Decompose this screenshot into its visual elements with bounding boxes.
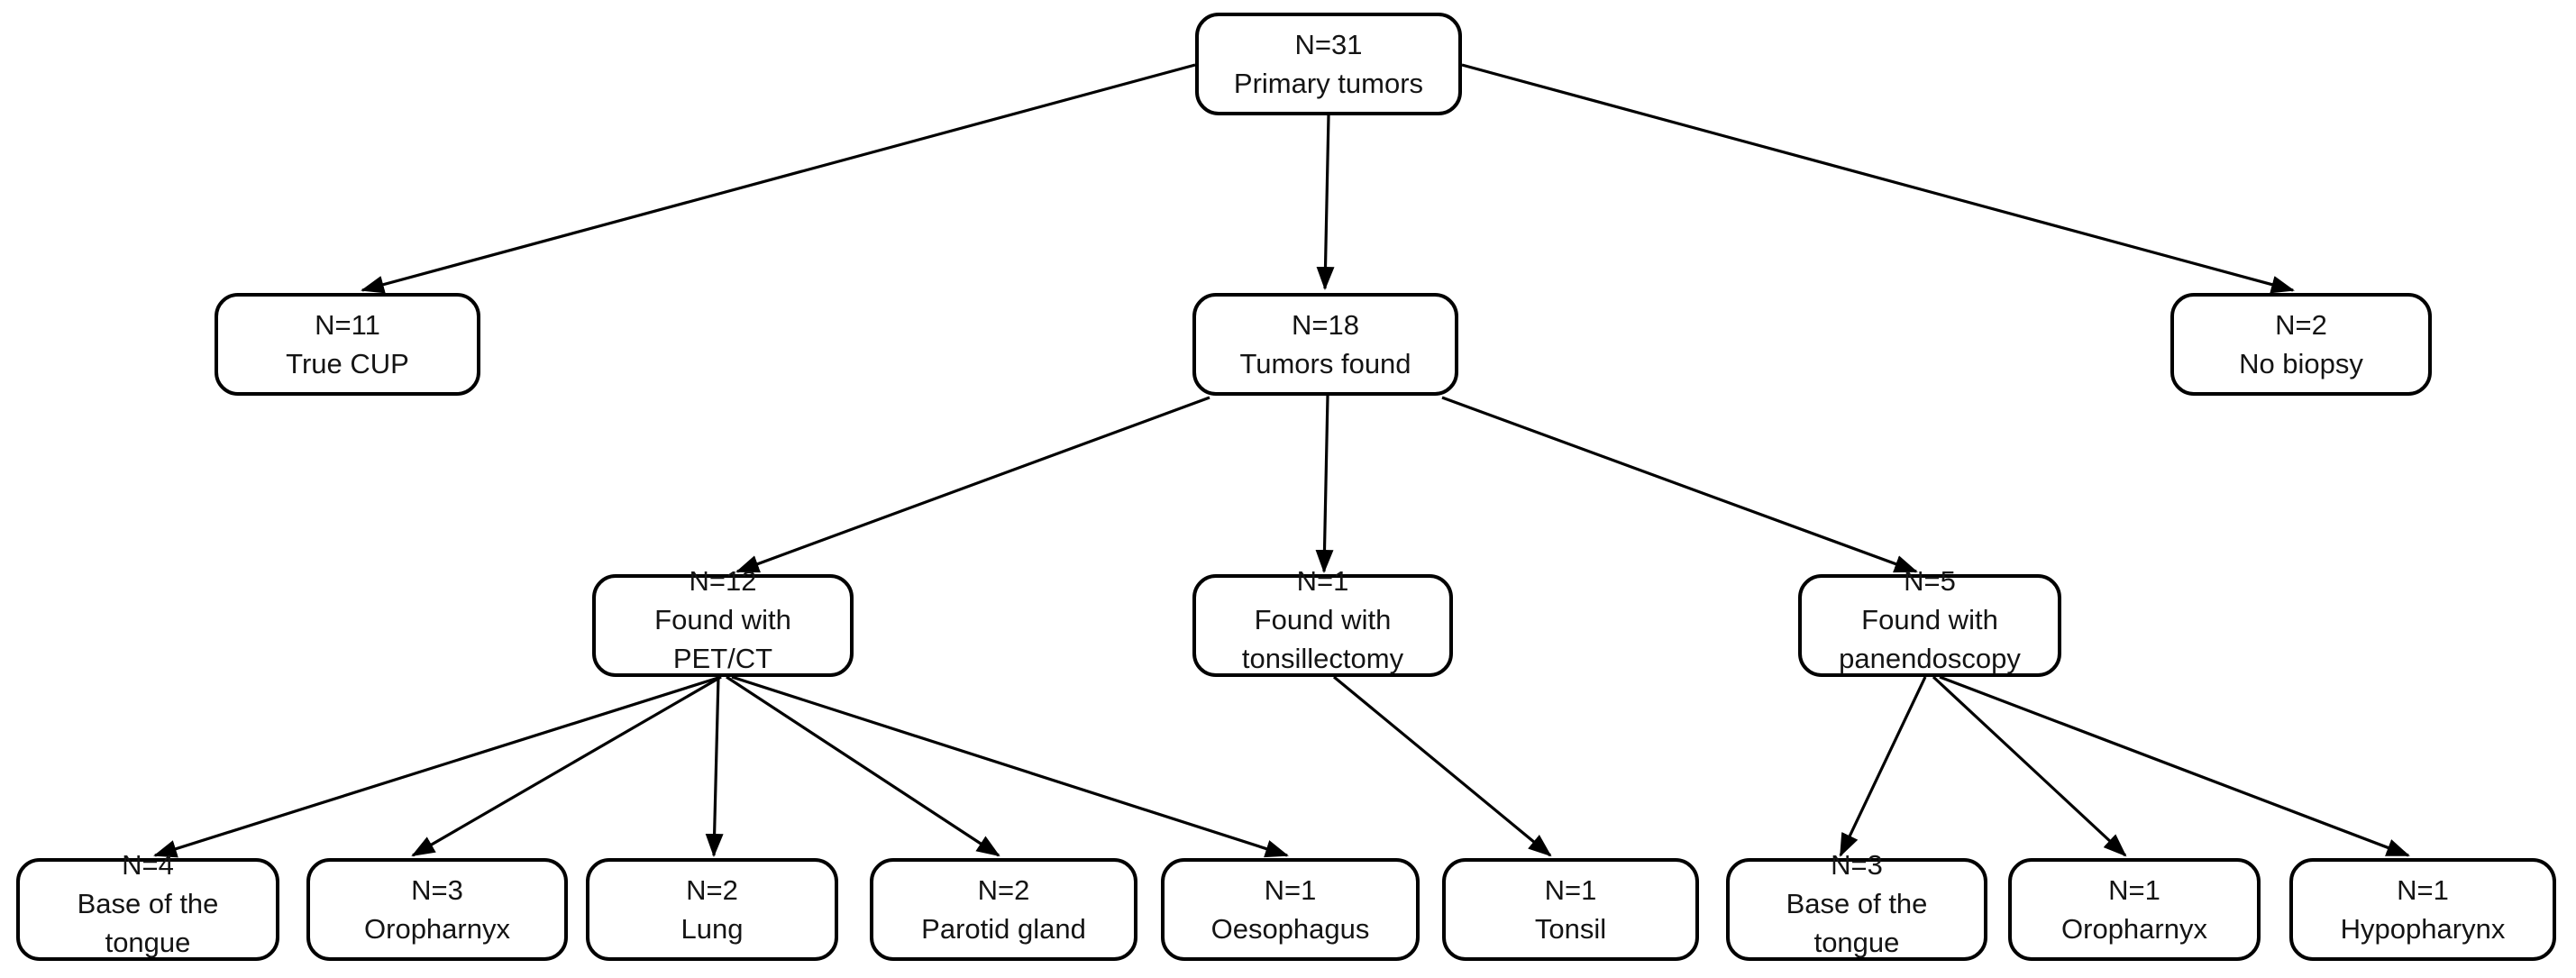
edge-primary-to-nobiopsy (1461, 63, 2295, 294)
edge-tumorsfound-to-tonsillectomy (1315, 395, 1334, 573)
node-label: Found with (654, 603, 791, 635)
node-label: Primary tumors (1233, 68, 1424, 99)
node-pet-lung: N=2 Lung (586, 858, 838, 961)
node-count: N=2 (686, 874, 738, 906)
node-found-with-tonsillectomy: N=1 Found with tonsillectomy (1192, 565, 1453, 677)
node-label: Hypopharynx (2340, 913, 2506, 945)
edge-petct-to-parotid (726, 675, 1000, 857)
node-label: tonsillectomy (1241, 642, 1404, 674)
node-count: N=3 (411, 874, 463, 906)
node-label: Found with (1861, 603, 1998, 635)
node-label: tongue (1813, 926, 1900, 958)
node-label: No biopsy (2239, 348, 2363, 379)
edge-petct-to-lung (705, 676, 724, 857)
node-pet-parotid-gland: N=2 Parotid gland (870, 858, 1137, 961)
edge-panendoscopy-to-basetongue (1839, 676, 1927, 857)
node-label: Oropharnyx (2061, 913, 2207, 945)
node-count: N=1 (2108, 874, 2160, 906)
node-label: Tumors found (1239, 348, 1411, 379)
edge-panendoscopy-to-oropharnyx (1932, 675, 2127, 857)
edge-petct-to-oropharnyx (411, 675, 722, 857)
node-label: tongue (105, 926, 191, 958)
node-pet-oropharnyx: N=3 Oropharnyx (306, 858, 568, 961)
node-count: N=31 (1294, 29, 1363, 60)
node-count: N=11 (315, 309, 380, 341)
node-pet-base-of-the-tongue: N=4 Base of the tongue (16, 849, 279, 961)
node-label: Parotid gland (921, 913, 1086, 945)
node-label: PET/CT (672, 642, 773, 674)
node-label: Base of the (1786, 887, 1928, 919)
node-count: N=12 (689, 564, 757, 597)
node-count: N=5 (1904, 564, 1956, 597)
node-count: N=1 (1296, 564, 1349, 597)
edge-petct-to-oesophagus (731, 675, 1289, 858)
node-no-biopsy: N=2 No biopsy (2170, 293, 2432, 396)
node-label: Oropharnyx (364, 913, 510, 945)
node-pan-oropharnyx: N=1 Oropharnyx (2008, 858, 2261, 961)
node-label: Base of the (77, 887, 219, 919)
node-count: N=3 (1831, 848, 1883, 881)
node-count: N=2 (977, 874, 1030, 906)
edge-tumorsfound-to-petct (735, 396, 1210, 573)
node-tonsillectomy-tonsil: N=1 Tonsil (1442, 858, 1699, 961)
edge-tonsillectomy-to-tonsil (1332, 675, 1552, 857)
node-label: Lung (681, 913, 744, 945)
node-count: N=4 (122, 848, 174, 881)
edge-primary-to-tumorsfound (1316, 114, 1335, 290)
node-label: Oesophagus (1210, 913, 1370, 945)
node-found-with-pet-ct: N=12 Found with PET/CT (592, 565, 854, 677)
node-count: N=1 (2397, 874, 2449, 906)
node-found-with-panendoscopy: N=5 Found with panendoscopy (1798, 565, 2061, 677)
edge-petct-to-basetongue (153, 675, 722, 858)
node-label: True CUP (286, 348, 409, 379)
edge-primary-to-truecup (361, 63, 1196, 294)
node-tumors-found: N=18 Tumors found (1192, 293, 1458, 396)
node-label: panendoscopy (1839, 642, 2021, 674)
node-count: N=18 (1292, 309, 1359, 341)
edge-tumorsfound-to-panendoscopy (1441, 396, 1918, 573)
node-pan-base-of-the-tongue: N=3 Base of the tongue (1726, 849, 1987, 961)
node-pet-oesophagus: N=1 Oesophagus (1161, 858, 1420, 961)
node-pan-hypopharynx: N=1 Hypopharynx (2289, 858, 2556, 961)
node-count: N=1 (1264, 874, 1317, 906)
node-count: N=1 (1544, 874, 1597, 906)
node-label: Found with (1254, 603, 1392, 635)
node-label: Tonsil (1534, 913, 1607, 945)
node-count: N=2 (2275, 309, 2327, 341)
edge-panendoscopy-to-hypopharynx (1939, 675, 2410, 857)
node-true-cup: N=11 True CUP (215, 293, 480, 396)
node-primary-tumors: N=31 Primary tumors (1195, 13, 1462, 115)
